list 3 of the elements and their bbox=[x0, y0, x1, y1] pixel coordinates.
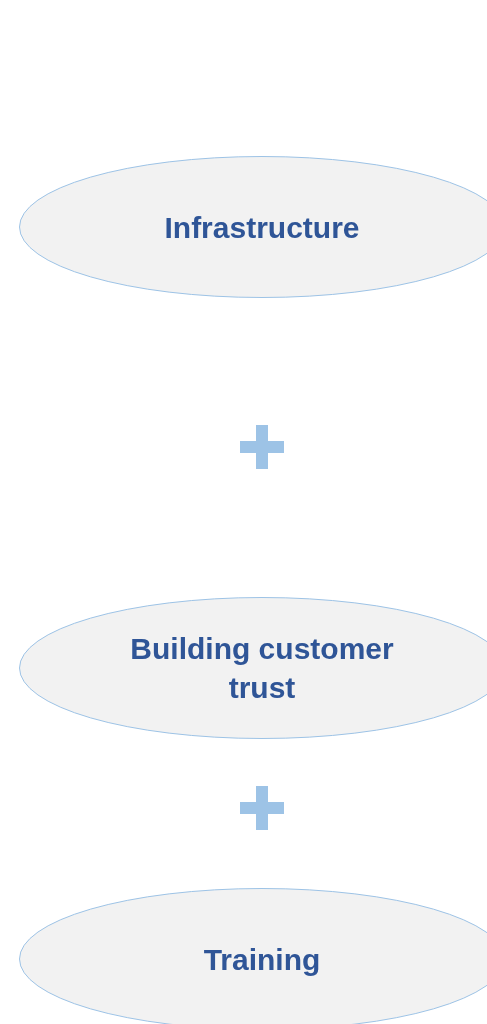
node-label: Training bbox=[203, 941, 321, 978]
node-label: Building customer trust bbox=[129, 631, 395, 706]
node-label: Infrastructure bbox=[164, 209, 360, 246]
